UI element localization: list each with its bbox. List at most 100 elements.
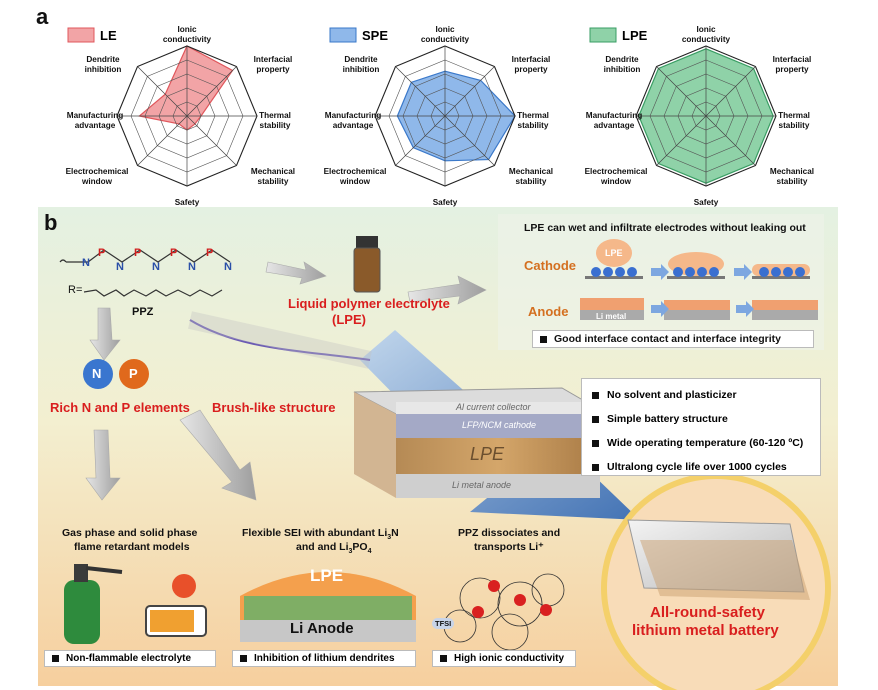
p-sphere <box>119 359 149 389</box>
ppz-label: PPZ <box>132 306 154 318</box>
radar-axis-label: property <box>514 65 548 74</box>
legend-swatch-le <box>67 27 95 43</box>
radar-axis-label: Manufacturing <box>67 111 123 120</box>
tag-text: High ionic conductivity <box>454 653 565 664</box>
final-battery <box>601 473 831 690</box>
battery-layer-anode: Li metal anode <box>452 480 512 490</box>
radar-axis-label: window <box>339 177 371 186</box>
radar-axis-label: stability <box>777 177 808 186</box>
radar-axis-label: Thermal <box>517 111 549 120</box>
features-box: No solvent and plasticizer Simple batter… <box>581 378 821 476</box>
lpe-vial <box>353 236 381 293</box>
tag-text: Non-flammable electrolyte <box>66 653 192 664</box>
sei-title-2-text: and Li <box>317 541 349 553</box>
bullet-square <box>592 463 599 471</box>
radar-axis-label: Interfacial <box>512 55 551 64</box>
radar-axis-label: Safety <box>433 198 458 207</box>
legend-label-le: LE <box>100 28 117 43</box>
radar-axis-label: Ionic <box>696 25 716 34</box>
ppz-n3: N <box>152 261 160 273</box>
radar-axis-label: stability <box>258 177 289 186</box>
radar-axis-label: Electrochemical <box>585 167 648 176</box>
feature-text: No solvent and plasticizer <box>607 389 737 401</box>
radar-spoke <box>656 115 707 166</box>
bullet-square <box>240 655 247 662</box>
radar-axis-label: Dendrite <box>605 55 639 64</box>
radar-axis-label: advantage <box>594 121 635 130</box>
radar-axis-label: Manufacturing <box>586 111 642 120</box>
tag-text: Inhibition of lithium dendrites <box>254 653 395 664</box>
legend-label-lpe: LPE <box>622 28 648 43</box>
radar-axis-label: Interfacial <box>254 55 293 64</box>
feature-text: Ultralong cycle life over 1000 cycles <box>607 461 787 473</box>
ppz-n2: N <box>116 261 124 273</box>
radar-axis-label: Dendrite <box>86 55 120 64</box>
radar-axis-label: property <box>256 65 290 74</box>
radar-axis-label: Mechanical <box>770 167 814 176</box>
sei-title-1-text: Flexible SEI with abundant Li <box>242 527 388 539</box>
radar-chart-spe: IonicconductivityInterfacialpropertyTher… <box>324 25 553 207</box>
radar-axis-label: Ionic <box>435 25 455 34</box>
bullet-square <box>52 655 59 662</box>
tag-non-flammable: Non-flammable electrolyte <box>44 650 216 667</box>
ppz-p3: P <box>170 247 177 259</box>
feature-item: Ultralong cycle life over 1000 cycles <box>592 455 810 479</box>
good-contact-text: Good interface contact and interface int… <box>554 333 781 345</box>
good-contact-box: Good interface contact and interface int… <box>532 330 814 348</box>
radar-axis-label: inhibition <box>85 65 122 74</box>
radar-axis-label: advantage <box>333 121 374 130</box>
brush-label: Brush-like structure <box>212 400 336 415</box>
p-sphere-label: P <box>129 366 138 381</box>
radar-axis-label: Electrochemical <box>324 167 387 176</box>
feature-text: Simple battery structure <box>607 413 728 425</box>
radar-axis-label: window <box>81 177 113 186</box>
bullet-square <box>592 415 599 423</box>
ppz-p2: P <box>134 247 141 259</box>
legend-swatch-spe <box>329 27 357 43</box>
radar-axis-label: stability <box>779 121 810 130</box>
radar-axis-label: Dendrite <box>344 55 378 64</box>
feature-text: Wide operating temperature (60-120 ºC) <box>607 437 804 449</box>
wet-title: LPE can wet and infiltrate electrodes wi… <box>524 222 806 234</box>
bullet-square <box>592 439 599 447</box>
rich-np-label: Rich N and P elements <box>50 400 190 415</box>
radar-charts: IonicconductivityInterfacialpropertyTher… <box>66 25 814 207</box>
radar-spoke <box>656 66 707 117</box>
battery-layer-cathode: LFP/NCM cathode <box>462 420 537 430</box>
tag-ionic: High ionic conductivity <box>432 650 576 667</box>
sei-drawing <box>240 572 416 642</box>
radar-axis-label: stability <box>516 177 547 186</box>
radar-chart-le: IonicconductivityInterfacialpropertyTher… <box>66 25 295 207</box>
li-ions <box>472 580 552 618</box>
feature-item: No solvent and plasticizer <box>592 383 810 407</box>
radar-axis-label: Safety <box>175 198 200 207</box>
sei-title-1: Flexible SEI with abundant Li3N <box>242 527 399 542</box>
ppz-diss-2: transports Li⁺ <box>474 541 544 553</box>
bullet-square <box>540 335 547 343</box>
radar-axis-label: property <box>775 65 809 74</box>
radar-axis-label: conductivity <box>421 35 470 44</box>
radar-spoke <box>705 66 756 117</box>
lpe-caption-2: (LPE) <box>332 312 366 327</box>
radar-axis-label: conductivity <box>682 35 731 44</box>
legend-label-spe: SPE <box>362 28 388 43</box>
radar-axis-label: stability <box>518 121 549 130</box>
ppz-diss-1: PPZ dissociates and <box>458 527 561 539</box>
bullet-square <box>592 391 599 399</box>
n-sphere-label: N <box>92 366 102 381</box>
r-label: R= <box>68 284 83 296</box>
feature-item: Wide operating temperature (60-120 ºC) <box>592 431 810 455</box>
radar-axis-label: Manufacturing <box>325 111 381 120</box>
radar-spoke <box>395 115 446 166</box>
radar-axis-label: Interfacial <box>773 55 812 64</box>
ppz-n4: N <box>188 261 196 273</box>
final-line-1: All-round-safety <box>650 604 766 621</box>
cathode-label: Cathode <box>524 258 576 273</box>
anode-label: Anode <box>528 304 569 319</box>
tfsi-label: TFSI <box>432 618 455 629</box>
ppz-n5: N <box>224 261 232 273</box>
ppz-n1: N <box>82 257 90 269</box>
flame-title-2: flame retardant models <box>74 541 190 553</box>
radar-axis-label: inhibition <box>604 65 641 74</box>
